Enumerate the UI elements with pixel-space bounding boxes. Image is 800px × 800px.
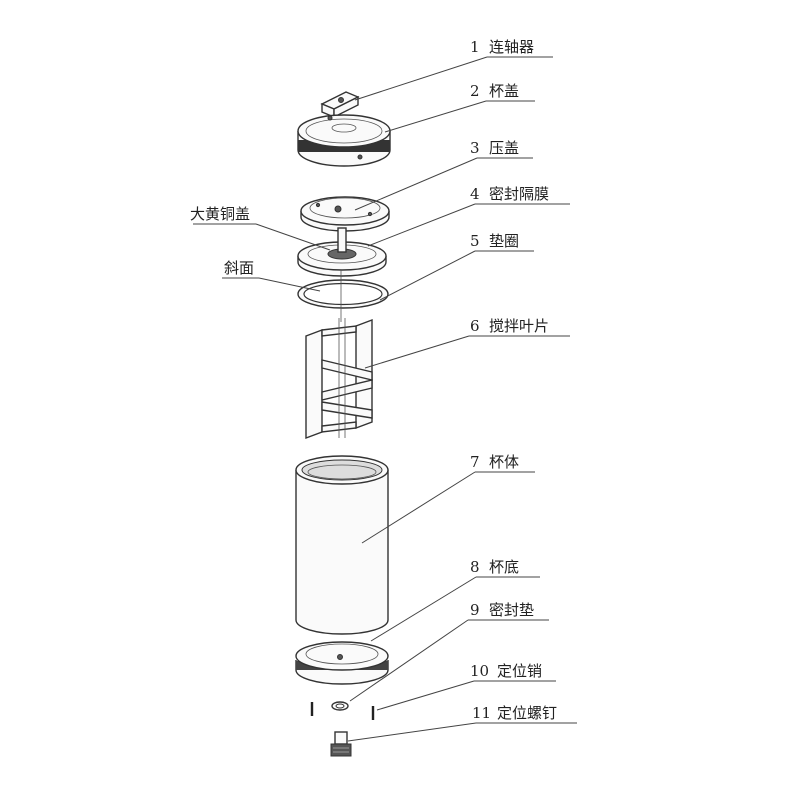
- cup-lid-drawing: [297, 114, 391, 167]
- leader-lines: [193, 56, 577, 742]
- part-10-name: 定位销: [497, 662, 542, 680]
- cup-bottom-drawing: [295, 641, 389, 685]
- part-3-number: 3: [470, 139, 480, 157]
- part-4-name: 密封隔膜: [489, 185, 549, 203]
- part-5-name: 垫圈: [489, 232, 519, 250]
- mixing-blade-drawing: [305, 318, 373, 440]
- coupler-drawing: [320, 91, 360, 119]
- washer-drawing: [297, 270, 389, 322]
- brass-cap-label: 大黄铜盖: [190, 205, 250, 223]
- part-8-name: 杯底: [489, 558, 519, 576]
- part-10-number: 10: [470, 662, 489, 680]
- press-cover-drawing: [300, 196, 390, 232]
- locating-pin-drawing: [310, 702, 375, 720]
- part-2-number: 2: [470, 82, 480, 100]
- part-7-number: 7: [470, 453, 480, 471]
- part-6-name: 搅拌叶片: [489, 317, 549, 335]
- part-labels: 1 连轴器 2 杯盖 3 压盖 4 密封隔膜 5 垫圈 6 搅拌叶片 7 杯体 …: [190, 38, 557, 722]
- part-9-name: 密封垫: [489, 601, 534, 619]
- seal-gasket-drawing: [331, 701, 349, 711]
- part-4-number: 4: [470, 185, 480, 203]
- cup-body-drawing: [295, 455, 389, 635]
- part-6-number: 6: [470, 317, 480, 335]
- part-11-number: 11: [472, 704, 491, 722]
- part-7-name: 杯体: [489, 453, 519, 471]
- part-1-number: 1: [470, 38, 480, 56]
- seal-membrane-drawing: [297, 227, 387, 277]
- part-2-name: 杯盖: [489, 82, 519, 100]
- bevel-label: 斜面: [224, 259, 254, 277]
- part-9-number: 9: [470, 601, 480, 619]
- part-11-name: 定位螺钉: [497, 704, 557, 722]
- part-5-number: 5: [470, 232, 480, 250]
- part-3-name: 压盖: [489, 139, 519, 157]
- part-1-name: 连轴器: [489, 38, 534, 56]
- part-8-number: 8: [470, 558, 480, 576]
- locating-screw-drawing: [330, 731, 352, 757]
